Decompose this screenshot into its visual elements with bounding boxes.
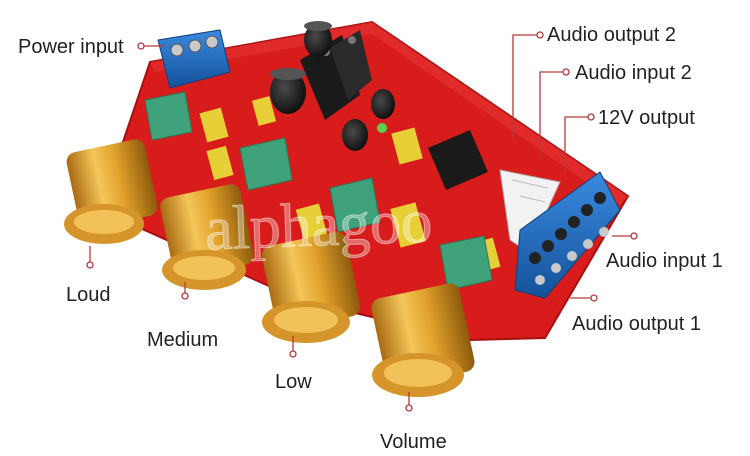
low-knob bbox=[261, 231, 361, 343]
audio-output-1-label: Audio output 1 bbox=[572, 313, 701, 335]
audio-input-2-label: Audio input 2 bbox=[575, 62, 692, 84]
power-input-label: Power input bbox=[18, 36, 124, 58]
medium-knob bbox=[160, 184, 254, 290]
electrolytic-capacitors bbox=[270, 21, 395, 151]
audio-input-1-label: Audio input 1 bbox=[606, 250, 723, 272]
volume-label: Volume bbox=[380, 431, 447, 453]
film-capacitors bbox=[199, 96, 501, 273]
watermark: alphagoo bbox=[204, 187, 434, 263]
audio-output-2-label: Audio output 2 bbox=[547, 24, 676, 46]
medium-label: Medium bbox=[147, 329, 219, 351]
op-amp-chip bbox=[428, 130, 488, 190]
audio-io-terminal-block bbox=[514, 171, 621, 299]
12v-output-label: 12V output bbox=[598, 107, 695, 129]
loud-knob bbox=[64, 139, 158, 244]
low-label: Low bbox=[275, 371, 312, 393]
power-input-terminal bbox=[157, 29, 231, 89]
volume-knob bbox=[371, 283, 475, 397]
loud-label: Loud bbox=[66, 284, 111, 306]
leader-lines bbox=[86, 31, 638, 412]
potentiometer-bodies bbox=[144, 91, 493, 291]
